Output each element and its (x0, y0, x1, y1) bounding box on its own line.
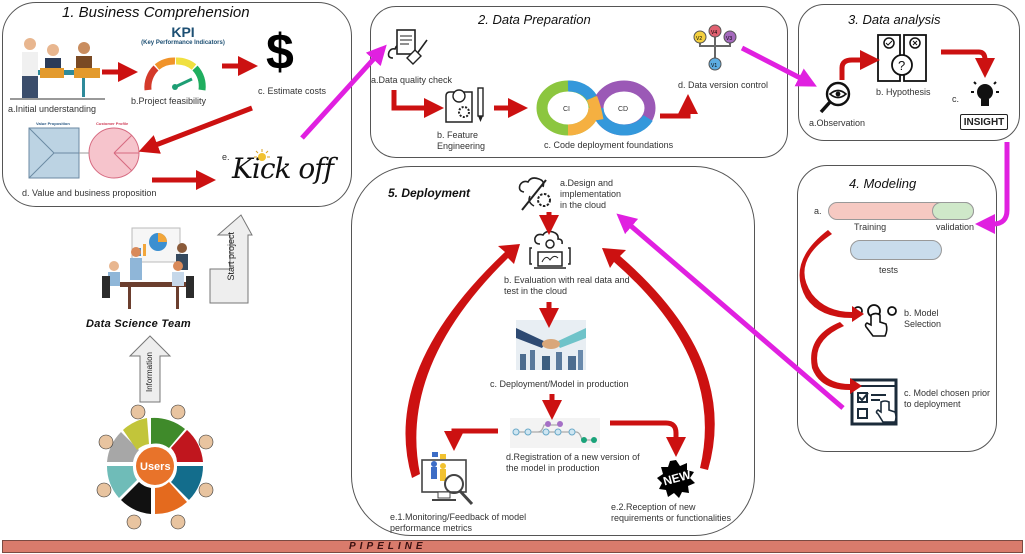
ci-label: CI (563, 106, 570, 113)
users-wheel-image: Users (96, 404, 214, 530)
step-value-business-proposition: d. Value and business proposition (22, 188, 157, 198)
step-insight-letter: c. (952, 94, 960, 104)
version-v1: V1 (711, 63, 717, 69)
canvas-right-header: Customer Profile (96, 121, 129, 126)
validation-split-bar (932, 202, 974, 220)
ci-cd-loop-icon: CI CD (536, 80, 656, 136)
step-model-selection: b. Model Selection (904, 308, 942, 329)
step-model-chosen: c. Model chosen prior to deployment (904, 388, 991, 409)
insight-lightbulb-icon (971, 81, 999, 106)
cd-label: CD (618, 106, 628, 113)
step-initial-understanding: a.Initial understanding (8, 104, 97, 114)
data-quality-check-icon (387, 29, 428, 65)
stage1-title: 1. Business Comprehension (62, 4, 250, 21)
stage3-title: 3. Data analysis (848, 12, 941, 27)
data-version-control-icon: V2 V4 V3 V1 (693, 24, 737, 71)
data-science-team-image (102, 227, 194, 309)
step-reception-new-requirements: e.2.Reception of new requirements or fun… (611, 502, 732, 523)
model-chosen-checklist-icon (850, 378, 898, 426)
information-label: Information (145, 352, 154, 393)
version-v3: V3 (726, 36, 732, 42)
data-science-team-label: Data Science Team (86, 318, 191, 330)
model-selection-icon (853, 304, 897, 337)
step-kickoff-letter: e. (222, 152, 230, 162)
step-code-deployment-foundations: c. Code deployment foundations (544, 140, 674, 150)
question-mark-glyph: ? (898, 58, 905, 73)
canvas-left-header: Value Proposition (36, 121, 70, 126)
monitoring-feedback-icon (421, 452, 474, 506)
step-monitoring-feedback: e.1.Monitoring/Feedback of model perform… (390, 512, 527, 533)
new-badge: NEW (657, 460, 695, 498)
step-observation: a.Observation (809, 118, 866, 128)
dollar-icon: $ (266, 24, 294, 80)
deployment-handshake-image (516, 320, 586, 370)
stage5-title: 5. Deployment (388, 186, 471, 200)
feature-engineering-icon (445, 87, 484, 123)
tests-split-bar (850, 240, 942, 260)
gauge-icon (144, 57, 206, 91)
step-design-implementation-cloud: a.Design and implementation in the cloud (560, 178, 622, 210)
design-cloud-icon (518, 177, 551, 211)
step-data-version-control: d. Data version control (678, 80, 769, 90)
step-evaluation-real-data: b. Evaluation with real data and test in… (504, 275, 630, 296)
insight-badge: INSIGHT (960, 114, 1008, 130)
training-label: Training (854, 222, 887, 232)
step-hypothesis: b. Hypothesis (876, 87, 931, 97)
information-arrow (128, 335, 172, 403)
value-proposition-canvas-icon: Value Proposition Customer Profile (28, 121, 140, 179)
stage2-title: 2. Data Preparation (478, 12, 591, 27)
version-v2: V2 (696, 36, 702, 42)
step-estimate-costs: c. Estimate costs (258, 86, 327, 96)
kpi-title: KPI (171, 24, 195, 40)
step-project-feasibility: b.Project feasibility (131, 96, 207, 106)
hypothesis-icon: ? (877, 34, 927, 82)
step-registration-new-version: d.Registration of a new version of the m… (506, 452, 640, 473)
pipeline-banner: PIPELINE (2, 540, 1023, 553)
lightbulb-sparkle-icon (254, 149, 270, 161)
tests-label: tests (879, 265, 899, 275)
kickoff-text: Kick off (232, 152, 334, 185)
start-project-arrow (209, 214, 253, 304)
version-graph-icon (510, 418, 600, 448)
start-project-label: Start project (226, 232, 236, 281)
kpi-subtitle: (Key Performance Indicators) (141, 40, 225, 46)
step-feature-engineering: b. Feature Engineering (437, 130, 486, 151)
stage4-title: 4. Modeling (849, 176, 917, 191)
cloud-evaluation-icon (529, 230, 571, 269)
validation-label: validation (936, 222, 975, 232)
meeting-people-icon (10, 38, 105, 100)
step-deployment-model-production: c. Deployment/Model in production (490, 379, 629, 389)
step-data-split-letter: a. (814, 206, 822, 216)
pipeline-label: PIPELINE (349, 541, 427, 552)
observation-eye-magnifier-icon (819, 81, 851, 114)
users-label: Users (140, 461, 171, 473)
version-v4: V4 (711, 30, 717, 36)
step-data-quality-check: a.Data quality check (371, 75, 453, 85)
